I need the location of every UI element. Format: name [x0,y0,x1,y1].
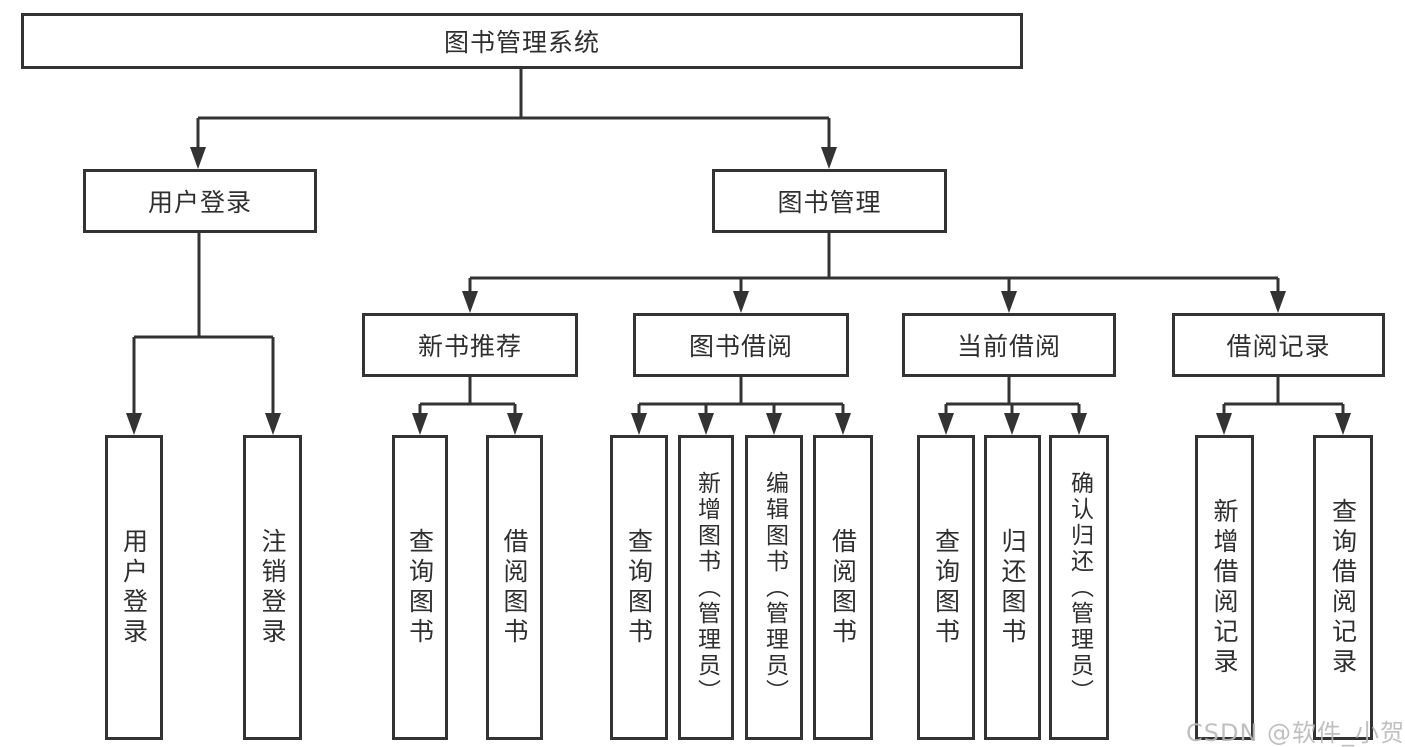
arrowheads [126,147,1351,435]
leaf-user-login: 用户登录 [105,435,163,740]
node-label: 新增借阅记录 [1210,497,1239,678]
leaf-edit-books-admin: 编辑图书（管理员） [745,435,803,740]
node-label: 查询图书 [624,527,654,648]
node-label: 借阅记录 [1226,332,1331,361]
node-label: 查询借阅记录 [1328,497,1358,678]
leaf-query-books-borrowing: 查询图书 [610,435,668,740]
node-new-book-recommend: 新书推荐 [362,313,578,377]
leaf-borrow-books-borrowing: 借阅图书 [813,435,873,740]
node-label: 新增图书（管理员） [693,470,720,705]
node-current-borrowing: 当前借阅 [902,313,1116,377]
node-book-management: 图书管理 [712,169,947,233]
node-label: 确认归还（管理员） [1066,470,1093,705]
node-label: 图书借阅 [688,332,793,361]
node-label: 归还图书 [998,527,1027,648]
leaf-logout-login: 注销登录 [243,435,302,740]
leaf-query-borrow-record: 查询借阅记录 [1313,435,1373,740]
leaf-confirm-return-admin: 确认归还（管理员） [1049,435,1109,740]
node-user-login: 用户登录 [83,169,317,233]
node-label: 查询图书 [405,527,435,648]
node-label: 注销登录 [258,527,287,648]
node-label: 图书管理系统 [443,28,600,57]
node-label: 用户登录 [147,188,252,217]
node-book-borrowing: 图书借阅 [633,313,849,377]
node-library-management-system: 图书管理系统 [21,13,1023,69]
node-label: 借阅图书 [500,527,529,648]
leaf-add-borrow-record: 新增借阅记录 [1195,435,1254,740]
node-borrowing-records: 借阅记录 [1172,313,1385,377]
node-label: 编辑图书（管理员） [761,470,788,705]
leaf-return-books: 归还图书 [984,435,1041,740]
node-label: 用户登录 [119,527,149,648]
node-label: 图书管理 [777,188,882,217]
node-label: 当前借阅 [956,332,1061,361]
node-label: 借阅图书 [828,527,858,648]
leaf-borrow-books-recommend: 借阅图书 [486,435,543,740]
leaf-add-books-admin: 新增图书（管理员） [678,435,734,740]
leaf-query-books-current: 查询图书 [917,435,975,740]
node-label: 查询图书 [931,527,961,648]
csdn-watermark: CSDN @软件_小贺同学 [1186,719,1405,747]
node-label: 新书推荐 [417,332,522,361]
leaf-query-books-recommend: 查询图书 [392,435,448,740]
